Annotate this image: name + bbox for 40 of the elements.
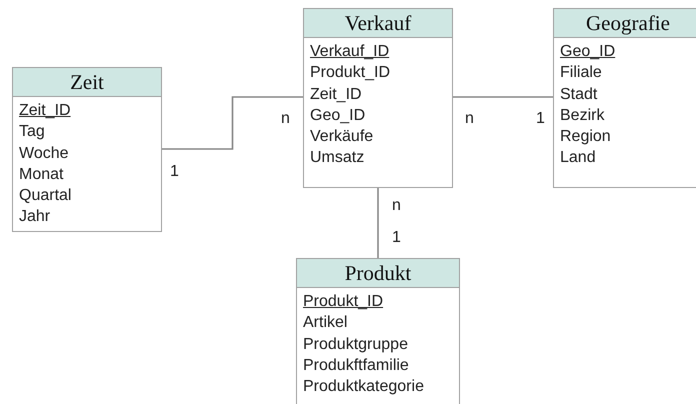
entity-table [296,258,460,404]
primary-key-text: Verkauf_ID [310,42,390,62]
cardinality-label: 1 [392,229,401,247]
cardinality-label: n [465,110,474,128]
attribute-text: Quartal [19,186,72,206]
entity-title: Produkt [344,260,412,287]
attribute-text: Monat [19,164,64,185]
attribute-text: Produktkategorie [303,377,424,398]
attribute-text: Produktgruppe [303,334,408,355]
relationship-line [453,96,553,98]
attribute-text: Tag [19,122,45,142]
attribute-text: Produkt_ID [310,63,390,84]
relationship-line [377,188,379,258]
cardinality-label: n [392,197,401,215]
entity-title: Verkauf [344,10,412,37]
primary-key-text: Zeit_ID [19,101,71,121]
attribute-text: Verkäufe [310,127,374,148]
cardinality-label: n [281,110,290,128]
relationship-line [162,96,303,150]
attribute-text: Filiale [560,63,602,84]
entity-table [303,8,453,188]
entity-table [12,67,162,232]
cardinality-label: 1 [170,163,179,181]
attribute-text: Woche [19,144,69,164]
attribute-text: Artikel [303,313,348,334]
entity-title: Zeit [70,69,104,96]
attribute-text: Bezirk [560,106,604,126]
attribute-text: Produkftfamilie [303,356,409,376]
attribute-text: Land [560,148,596,168]
cardinality-label: 1 [536,110,545,128]
attribute-text: Geo_ID [310,106,366,126]
attribute-text: Umsatz [310,148,364,168]
entity-title: Geografie [586,10,670,37]
primary-key-text: Geo_ID [560,42,616,62]
attribute-text: Jahr [19,207,50,228]
primary-key-text: Produkt_ID [303,292,384,312]
attribute-text: Stadt [560,84,598,105]
attribute-text: Region [560,127,611,148]
entity-table [553,8,696,188]
attribute-text: Zeit_ID [310,84,362,105]
